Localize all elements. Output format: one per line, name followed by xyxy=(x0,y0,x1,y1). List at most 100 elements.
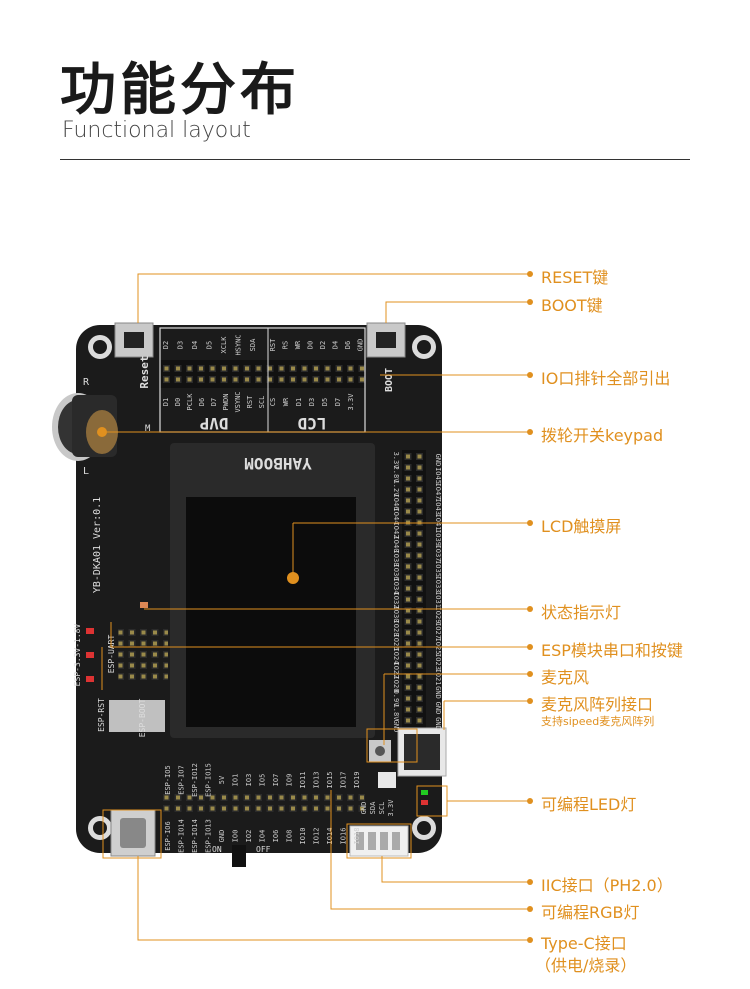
l-mark: L xyxy=(83,466,89,477)
page-title: 功能分布 xyxy=(60,58,300,123)
lcd-panel xyxy=(170,443,375,738)
pin-label: IO38 xyxy=(392,550,400,567)
pin-label: IO4 xyxy=(259,830,267,843)
pin-label: ESP-IO14 xyxy=(191,819,199,853)
power-switch xyxy=(232,845,246,867)
boot-button xyxy=(366,322,406,358)
pin-label: IO9 xyxy=(286,774,294,787)
r-mark: R xyxy=(83,377,90,388)
pin-label: IO22 xyxy=(392,662,400,679)
pin-label: HSYNC xyxy=(235,334,243,355)
pin-label: GND xyxy=(434,717,442,730)
pin-label: 5V xyxy=(218,775,226,784)
pin-label: WR xyxy=(282,397,290,406)
type-c-port xyxy=(110,809,156,857)
pin-label: IO40 xyxy=(392,536,400,553)
pin-label: D1 xyxy=(162,398,170,406)
pin-label: IO20 xyxy=(392,676,400,693)
pin-label: IO15 xyxy=(326,772,334,789)
mounting-holes xyxy=(88,335,436,840)
pin-label: IO12 xyxy=(313,828,321,845)
pin-label: IO44 xyxy=(392,508,400,525)
pin-label: GND xyxy=(434,454,442,467)
pin-label: IO10 xyxy=(299,828,307,845)
pin-label: RS xyxy=(282,341,290,349)
esp-uart-silkscreen: ESP-UART xyxy=(107,635,116,674)
pin-label: IO25 xyxy=(434,638,442,655)
pin-label: GND xyxy=(218,830,226,843)
pin-label: IO0 xyxy=(232,830,240,843)
callout-boot: BOOT键 xyxy=(541,296,603,315)
pin-label: RST xyxy=(246,395,254,408)
mic-highlight xyxy=(366,728,418,763)
status-leds xyxy=(86,602,148,682)
pin-label: 0.9V xyxy=(392,690,400,708)
callout-led: 可编程LED灯 xyxy=(541,795,637,814)
pin-label: D2 xyxy=(319,341,327,349)
pin-label: GND xyxy=(434,702,442,715)
pin-label: VSYNC xyxy=(234,391,242,412)
pin-label: SCL xyxy=(378,802,386,815)
microphone xyxy=(369,740,391,762)
pin-label: IO35 xyxy=(434,560,442,577)
pin-label: IO28 xyxy=(392,620,400,637)
pin-label: 3.3V xyxy=(392,452,400,470)
typec-highlight xyxy=(102,809,162,859)
pin-label: D5 xyxy=(206,341,214,349)
pin-label: D6 xyxy=(344,341,352,349)
pin-label: IO3 xyxy=(245,774,253,787)
iic-connector xyxy=(349,825,409,857)
brand-silkscreen: YAHBOOM xyxy=(244,454,311,473)
callout-iic: IIC接口（PH2.0） xyxy=(541,876,673,895)
pin-label: IO27 xyxy=(434,622,442,639)
pin-label: IO8 xyxy=(286,830,294,843)
pin-label: IO45 xyxy=(434,467,442,484)
pin-label: IO31 xyxy=(434,591,442,608)
callout-rgb: 可编程RGB灯 xyxy=(541,903,640,922)
pin-label: IO24 xyxy=(392,648,400,665)
pin-label: CS xyxy=(269,398,277,406)
pin-label: IO46 xyxy=(392,494,400,511)
pin-label: IO6 xyxy=(272,830,280,843)
pin-label: D4 xyxy=(332,341,340,349)
pin-label: GND xyxy=(360,802,368,815)
pin-label: D1 xyxy=(295,398,303,406)
pin-label: IO42 xyxy=(392,522,400,539)
pin-label: D7 xyxy=(210,398,218,406)
pin-label: D0 xyxy=(174,398,182,406)
pin-label: IO7 xyxy=(272,774,280,787)
right-pin-header xyxy=(402,450,426,738)
boot-silkscreen: BOOT xyxy=(384,368,395,392)
reset-silkscreen: Reset xyxy=(138,355,151,388)
pin-label: IO5 xyxy=(259,774,267,787)
pin-label: IO21 xyxy=(434,669,442,686)
pin-label: ESP-IO13 xyxy=(205,819,213,853)
reset-button xyxy=(114,322,154,358)
pin-label: GND xyxy=(434,686,442,699)
callout-mic: 麦克风 xyxy=(541,668,590,687)
callout-mic-array: 麦克风阵列接口 xyxy=(541,695,654,714)
pin-label: ESP-IO7 xyxy=(178,765,186,795)
pin-label: SDA xyxy=(249,338,257,351)
callout-keypad: 拨轮开关keypad xyxy=(541,426,664,445)
pin-label: ESP-IO12 xyxy=(191,763,199,797)
callout-esp: ESP模块串口和按键 xyxy=(541,641,683,660)
pin-label: IO14 xyxy=(326,828,334,845)
pin-label: IO32 xyxy=(392,592,400,609)
power-silkscreen: ESP-3.3V-1.8V xyxy=(73,624,82,687)
programmable-led xyxy=(421,790,428,805)
pin-label: IO39 xyxy=(434,529,442,546)
pin-label: IO36 xyxy=(392,564,400,581)
pin-label: IO26 xyxy=(392,634,400,651)
pin-label: IO1 xyxy=(232,774,240,787)
pin-label: D6 xyxy=(198,398,206,406)
pin-label: 1.2V xyxy=(392,480,400,498)
callout-reset: RESET键 xyxy=(541,268,609,287)
pin-label: IO37 xyxy=(434,545,442,562)
esp-boot-silkscreen: ESP-BOOT xyxy=(138,699,147,738)
mic-array-connector xyxy=(397,727,447,777)
pin-label: 1.8V xyxy=(392,704,400,722)
pin-label: ESP-IO14 xyxy=(178,819,186,853)
esp-pin-header xyxy=(109,628,168,732)
page-subtitle: Functional layout xyxy=(62,118,251,143)
